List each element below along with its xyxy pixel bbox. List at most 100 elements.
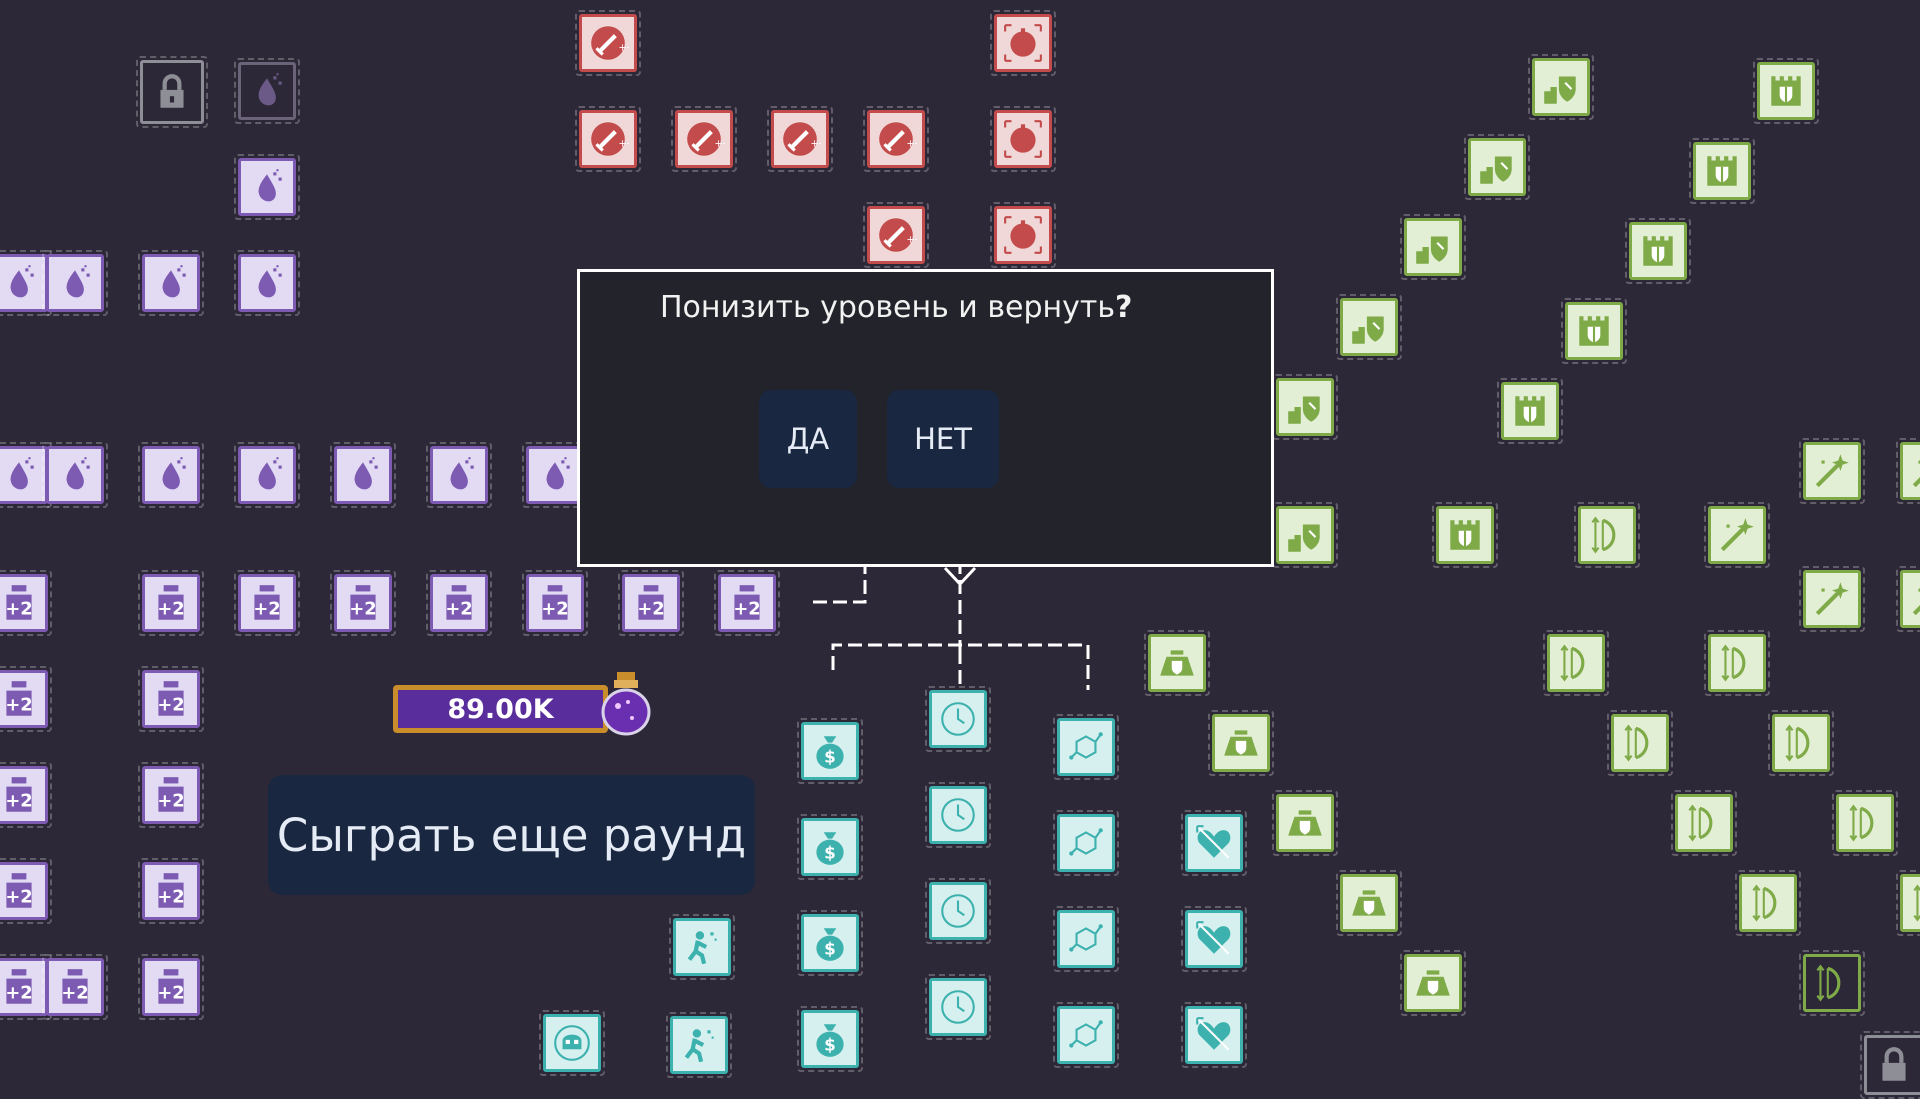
skill-node-sword-upgrade-icon[interactable]: ++ <box>675 110 733 168</box>
skill-node-potion-jar-plus-two-icon[interactable]: +2 <box>142 862 200 920</box>
skill-node-magic-wand-icon[interactable] <box>1708 506 1766 564</box>
skill-node-skull-icon[interactable] <box>543 1014 601 1072</box>
skill-node-castle-shield-icon[interactable] <box>1340 298 1398 356</box>
skill-node-castle-shield-icon[interactable] <box>1276 378 1334 436</box>
skill-node-money-bag-icon[interactable]: $ <box>801 818 859 876</box>
skill-node-heart-arrow-icon[interactable] <box>1185 910 1243 968</box>
bomb-area-icon <box>1002 214 1044 256</box>
skill-node-tent-shield-icon[interactable] <box>1148 634 1206 692</box>
skill-node-castle-shield-icon[interactable] <box>1468 138 1526 196</box>
skill-node-molecule-icon[interactable] <box>1057 1006 1115 1064</box>
skill-node-castle-shield-icon[interactable] <box>1276 506 1334 564</box>
skill-node-tent-shield-icon[interactable] <box>1404 954 1462 1012</box>
skill-node-tower-shield-icon[interactable] <box>1757 62 1815 120</box>
skill-node-castle-shield-icon[interactable] <box>1404 218 1462 276</box>
skill-node-potion-drop-icon[interactable] <box>238 62 296 120</box>
no-button[interactable]: НЕТ <box>887 390 999 488</box>
skill-node-magic-wand-icon[interactable] <box>1803 442 1861 500</box>
potion-jar-plus-two-icon: +2 <box>534 582 576 624</box>
skill-node-bow-icon[interactable] <box>1772 714 1830 772</box>
castle-shield-icon <box>1476 146 1518 188</box>
skill-node-potion-jar-plus-two-icon[interactable]: +2 <box>622 574 680 632</box>
svg-text:+2: +2 <box>5 695 32 716</box>
skill-node-sword-upgrade-icon[interactable]: ++ <box>771 110 829 168</box>
skill-node-sword-upgrade-icon[interactable]: ++ <box>579 110 637 168</box>
skill-node-potion-jar-plus-two-icon[interactable]: +2 <box>46 958 104 1016</box>
skill-node-sword-upgrade-icon[interactable]: ++ <box>867 206 925 264</box>
skill-node-tower-shield-icon[interactable] <box>1693 142 1751 200</box>
play-again-button[interactable]: Сыграть еще раунд <box>268 775 755 895</box>
skill-node-tower-shield-icon[interactable] <box>1501 382 1559 440</box>
skill-node-potion-jar-plus-two-icon[interactable]: +2 <box>0 670 48 728</box>
skill-node-heart-arrow-icon[interactable] <box>1185 1006 1243 1064</box>
skill-node-potion-drop-icon[interactable] <box>46 446 104 504</box>
skill-node-tent-shield-icon[interactable] <box>1212 714 1270 772</box>
skill-node-magic-wand-icon[interactable] <box>1900 570 1920 628</box>
skill-node-potion-drop-icon[interactable] <box>238 158 296 216</box>
skill-node-potion-drop-icon[interactable] <box>334 446 392 504</box>
skill-node-potion-drop-icon[interactable] <box>142 446 200 504</box>
skill-node-money-bag-icon[interactable]: $ <box>801 914 859 972</box>
skill-node-money-bag-icon[interactable]: $ <box>801 1010 859 1068</box>
skill-node-bomb-area-icon[interactable] <box>994 206 1052 264</box>
skill-node-potion-jar-plus-two-icon[interactable]: +2 <box>334 574 392 632</box>
skill-node-potion-jar-plus-two-icon[interactable]: +2 <box>142 958 200 1016</box>
skill-node-bow-icon[interactable] <box>1611 714 1669 772</box>
skill-node-potion-jar-plus-two-icon[interactable]: +2 <box>0 574 48 632</box>
skill-node-potion-drop-icon[interactable] <box>46 254 104 312</box>
skill-node-sword-upgrade-icon[interactable]: ++ <box>867 110 925 168</box>
skill-node-bomb-area-icon[interactable] <box>994 110 1052 168</box>
skill-node-potion-jar-plus-two-icon[interactable]: +2 <box>718 574 776 632</box>
skill-node-clock-icon[interactable] <box>929 882 987 940</box>
skill-node-money-bag-icon[interactable]: $ <box>801 722 859 780</box>
skill-node-tent-shield-icon[interactable] <box>1340 874 1398 932</box>
skill-node-potion-drop-icon[interactable] <box>142 254 200 312</box>
skill-node-bow-icon[interactable] <box>1675 794 1733 852</box>
skill-node-bow-icon[interactable] <box>1900 874 1920 932</box>
skill-node-clock-icon[interactable] <box>929 786 987 844</box>
skill-node-castle-shield-icon[interactable] <box>1532 58 1590 116</box>
skill-node-potion-drop-icon[interactable] <box>0 254 48 312</box>
skill-node-potion-drop-icon[interactable] <box>238 446 296 504</box>
skill-node-tower-shield-icon[interactable] <box>1629 222 1687 280</box>
skill-node-potion-drop-icon[interactable] <box>430 446 488 504</box>
skill-node-bow-icon[interactable] <box>1836 794 1894 852</box>
skill-node-clock-icon[interactable] <box>929 690 987 748</box>
skill-node-potion-jar-plus-two-icon[interactable]: +2 <box>0 958 48 1016</box>
skill-node-tower-shield-icon[interactable] <box>1565 302 1623 360</box>
skill-node-clock-icon[interactable] <box>929 978 987 1036</box>
skill-node-heart-arrow-icon[interactable] <box>1185 814 1243 872</box>
skill-node-molecule-icon[interactable] <box>1057 718 1115 776</box>
skill-node-bow-icon[interactable] <box>1547 634 1605 692</box>
skill-node-magic-wand-icon[interactable] <box>1900 442 1920 500</box>
skill-node-runner-icon[interactable] <box>670 1016 728 1074</box>
skill-node-bow-icon[interactable] <box>1578 506 1636 564</box>
skill-node-potion-jar-plus-two-icon[interactable]: +2 <box>526 574 584 632</box>
skill-node-potion-jar-plus-two-icon[interactable]: +2 <box>0 766 48 824</box>
skill-node-potion-drop-icon[interactable] <box>526 446 584 504</box>
skill-node-bow-icon[interactable] <box>1803 954 1861 1012</box>
skill-node-potion-jar-plus-two-icon[interactable]: +2 <box>142 670 200 728</box>
currency-display: 89.00K <box>385 665 655 755</box>
skill-node-tent-shield-icon[interactable] <box>1276 794 1334 852</box>
clock-icon <box>937 890 979 932</box>
yes-button[interactable]: ДА <box>759 390 857 488</box>
skill-node-molecule-icon[interactable] <box>1057 910 1115 968</box>
skill-node-tower-shield-icon[interactable] <box>1436 506 1494 564</box>
svg-text:++: ++ <box>907 138 918 149</box>
skill-node-bomb-area-icon[interactable] <box>994 14 1052 72</box>
skill-node-potion-jar-plus-two-icon[interactable]: +2 <box>0 862 48 920</box>
skill-node-runner-icon[interactable] <box>673 918 731 976</box>
skill-node-potion-jar-plus-two-icon[interactable]: +2 <box>142 766 200 824</box>
skill-node-potion-jar-plus-two-icon[interactable]: +2 <box>142 574 200 632</box>
skill-node-potion-jar-plus-two-icon[interactable]: +2 <box>430 574 488 632</box>
skill-node-sword-upgrade-icon[interactable]: ++ <box>579 14 637 72</box>
skill-node-potion-drop-icon[interactable] <box>238 254 296 312</box>
skill-node-bow-icon[interactable] <box>1708 634 1766 692</box>
potion-drop-icon <box>246 454 288 496</box>
skill-node-magic-wand-icon[interactable] <box>1803 570 1861 628</box>
skill-node-molecule-icon[interactable] <box>1057 814 1115 872</box>
skill-node-potion-drop-icon[interactable] <box>0 446 48 504</box>
skill-node-bow-icon[interactable] <box>1739 874 1797 932</box>
skill-node-potion-jar-plus-two-icon[interactable]: +2 <box>238 574 296 632</box>
